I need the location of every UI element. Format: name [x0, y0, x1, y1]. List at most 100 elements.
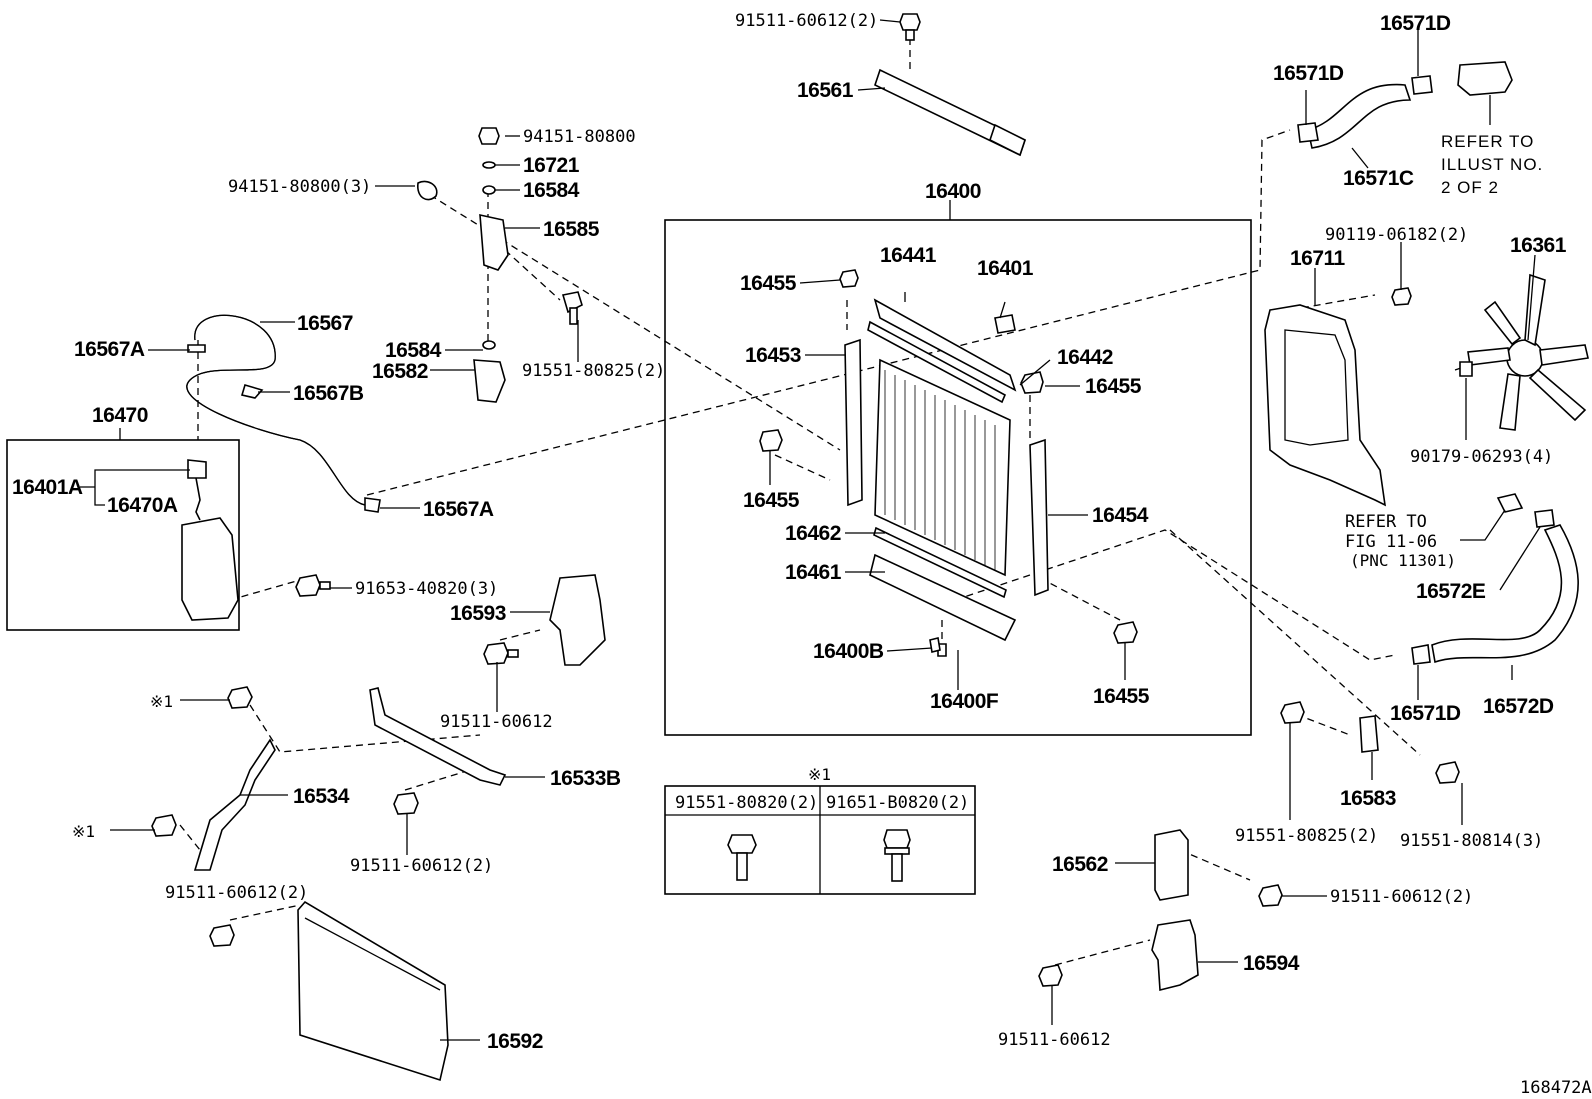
upper-radiator-hose-part [1307, 83, 1412, 149]
part-label: 16361 [1510, 234, 1567, 257]
svg-text:2 OF 2: 2 OF 2 [1441, 178, 1499, 197]
support-part [369, 687, 507, 786]
fan-shroud-part [1264, 304, 1387, 507]
part-label: 94151-80800(3) [228, 177, 371, 197]
lower-radiator-hose-part [1431, 524, 1579, 664]
part-label: 91551-80825(2) [1235, 826, 1378, 846]
hose-clamp-part [1297, 122, 1319, 143]
part-label: 16461 [785, 561, 842, 584]
part-label: 16584 [523, 179, 580, 202]
part-label: 91511-60612 [998, 1030, 1111, 1050]
part-label: 16711 [1290, 247, 1346, 270]
part-label: 16401A [12, 476, 83, 499]
part-label: 16470A [107, 494, 178, 517]
part-label: 16454 [1092, 504, 1149, 527]
seal-part [1154, 829, 1189, 901]
refer-fig-note: REFER TO FIG 11-06 (PNC 11301) [1345, 512, 1456, 570]
bolt-part [1038, 701, 1460, 987]
part-label: 16594 [1243, 952, 1300, 975]
hose-clamp-part [1411, 644, 1431, 665]
part-label: 16534 [293, 785, 350, 808]
side-support-part [1029, 438, 1049, 597]
washer-bolt-icon [883, 829, 911, 882]
part-label: 16571D [1380, 12, 1451, 35]
part-label: 16441 [880, 244, 937, 267]
diagram-id: 168472A [1520, 1078, 1592, 1098]
drain-cock-part [929, 637, 941, 653]
water-outlet-part [1457, 61, 1513, 96]
svg-text:FIG 11-06: FIG 11-06 [1345, 532, 1437, 552]
radiator-assembly-box [664, 219, 1252, 736]
reservoir-tank-part [181, 459, 239, 621]
part-label: 16571D [1273, 62, 1344, 85]
under-cover-part [297, 900, 449, 1082]
part-label: 16442 [1057, 346, 1113, 369]
part-label: 16593 [450, 602, 506, 625]
bolt-part [759, 269, 1138, 657]
part-label: 90119-06182(2) [1325, 225, 1468, 245]
legend-col1-label: 91551-80820(2) [675, 793, 818, 813]
radiator-upper-seal-part [874, 68, 1026, 157]
part-label: 16462 [785, 522, 841, 545]
fastener-legend-table [664, 785, 976, 895]
bolt-part [295, 574, 331, 597]
bolt-part [151, 686, 419, 947]
part-label: 16585 [543, 218, 600, 241]
svg-text:ILLUST NO.: ILLUST NO. [1441, 155, 1543, 174]
part-label: 16400 [925, 180, 981, 203]
air-guide-part [549, 574, 606, 666]
overflow-hose-part [186, 314, 366, 506]
part-label: 91511-60612(2) [735, 11, 878, 31]
part-label: 16567A [423, 498, 494, 521]
leader-lines [110, 19, 1541, 1041]
bracket-part [1359, 715, 1379, 753]
reservoir-assembly-box [6, 439, 240, 631]
part-label: 94151-80800 [523, 127, 636, 147]
part-label: 91653-40820(3) [355, 579, 498, 599]
fan-shroud-part [1284, 329, 1349, 446]
part-label: 16721 [523, 154, 580, 177]
part-label: 90179-06293(4) [1410, 447, 1553, 467]
part-label: ※1 [150, 692, 173, 711]
svg-text:REFER TO: REFER TO [1345, 512, 1427, 532]
hose-clamp-part [1411, 75, 1433, 95]
radiator-cap-part [994, 314, 1016, 334]
svg-text:REFER TO: REFER TO [1441, 132, 1534, 151]
part-number-labels: 91511-60612(2) 16561 94151-80800 16721 9… [12, 11, 1567, 1053]
support-part [193, 738, 276, 871]
part-label: 16583 [1340, 787, 1396, 810]
part-label: 16572E [1416, 580, 1486, 603]
part-label: 16455 [740, 272, 797, 295]
part-label: 16571C [1343, 167, 1414, 190]
part-label: 16455 [1085, 375, 1142, 398]
packing-part [867, 320, 1007, 404]
part-label: 16400F [930, 690, 999, 713]
part-label: 16400B [813, 640, 884, 663]
part-label: 16562 [1052, 853, 1108, 876]
part-label: 16582 [372, 360, 428, 383]
part-label: 16453 [745, 344, 801, 367]
legend-col2-label: 91651-B0820(2) [826, 793, 969, 813]
part-label: 91511-60612 [440, 712, 553, 732]
part-label: 16567 [297, 312, 353, 335]
upper-tank-part [873, 298, 1017, 392]
side-support-part [844, 338, 863, 507]
radiator-core-part [874, 358, 1011, 577]
label-brace-line [80, 469, 190, 506]
lower-tank-part [869, 553, 1017, 642]
hose-clamp-part [1534, 509, 1555, 528]
cooling-fan-part [1467, 273, 1589, 431]
part-label: 16561 [797, 79, 854, 102]
part-label: 91551-80825(2) [522, 361, 665, 381]
part-label: 16592 [487, 1030, 543, 1053]
hose-clip-part [364, 497, 381, 513]
overflow-hose-part [186, 314, 366, 506]
legend-mark: ※1 [808, 765, 831, 784]
part-label: 91511-60612(2) [165, 883, 308, 903]
hose-clip-part [240, 384, 264, 399]
flange-bolt-icon [727, 834, 757, 881]
part-label: 16572D [1483, 695, 1554, 718]
part-label: 91511-60612(2) [350, 856, 493, 876]
air-guide-part [1151, 919, 1199, 992]
